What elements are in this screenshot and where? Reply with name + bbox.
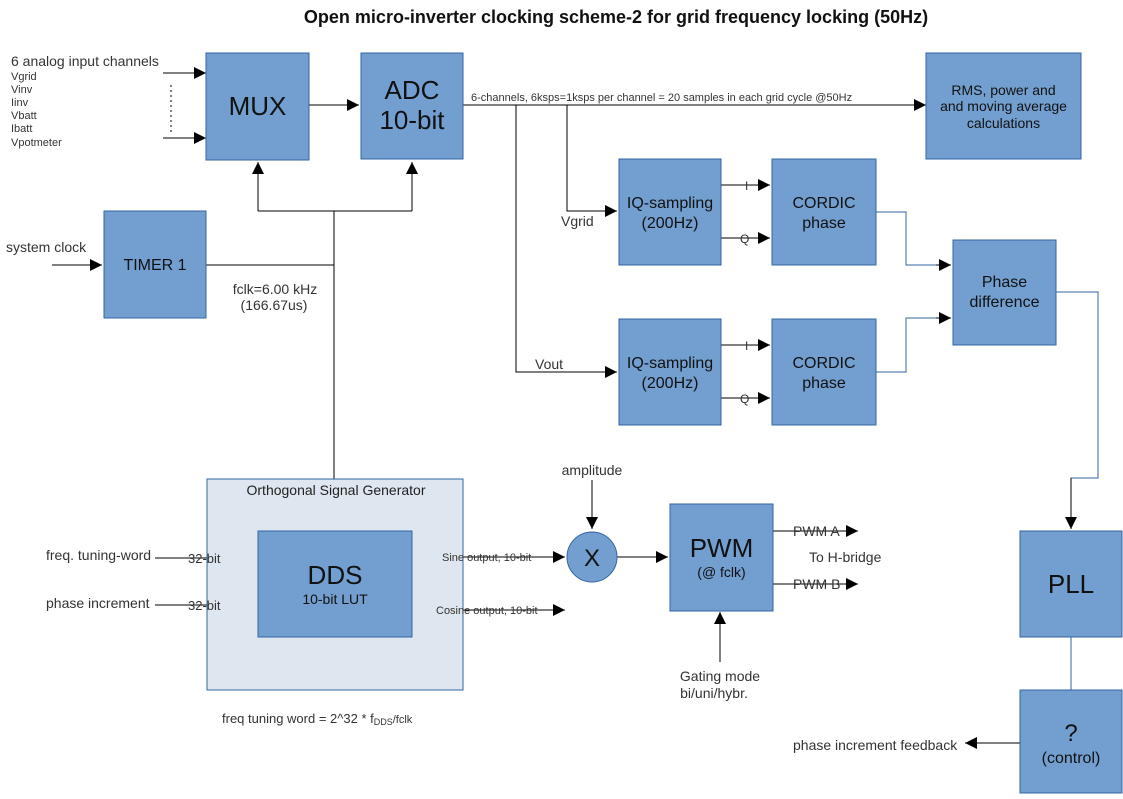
iq-sampling-2-label: IQ-sampling xyxy=(627,355,713,372)
adc-bits-label: 10-bit xyxy=(379,105,445,135)
gating-mode-label: Gating mode xyxy=(680,668,760,684)
cordic-2-phase-label: phase xyxy=(802,375,846,392)
phase-difference-label-2: difference xyxy=(970,294,1040,311)
multiplier-label: X xyxy=(584,545,600,572)
amplitude-label: amplitude xyxy=(562,462,623,478)
input-channel-vpotmeter: Vpotmeter xyxy=(11,137,62,149)
tuning-word-formula: freq tuning word = 2^32 * fDDS/fclk xyxy=(222,711,413,727)
pwm-a-label: PWM A xyxy=(793,523,840,539)
iq-sampling-2-block: IQ-sampling (200Hz) xyxy=(618,318,722,426)
vout-label: Vout xyxy=(535,356,563,372)
iq-sampling-1-rate: (200Hz) xyxy=(642,215,699,232)
rms-label-line3: calculations xyxy=(967,115,1040,131)
fclk-label: fclk=6.00 kHz xyxy=(233,281,317,297)
pwm-clock-label: (@ fclk) xyxy=(697,564,745,580)
adc-label: ADC xyxy=(385,75,440,105)
mux-label: MUX xyxy=(229,91,287,121)
control-block: ? (control) xyxy=(1019,689,1123,794)
pll-block: PLL xyxy=(1019,530,1123,638)
timer-block: TIMER 1 xyxy=(103,210,207,319)
phase-increment-feedback-label: phase increment feedback xyxy=(793,737,958,753)
i-label-1: I xyxy=(745,179,748,193)
adc-output-label: 6-channels, 6ksps=1ksps per channel = 20… xyxy=(471,92,852,104)
gating-mode-options: bi/uni/hybr. xyxy=(680,685,748,701)
cordic-1-label: CORDIC xyxy=(792,195,855,212)
vgrid-label: Vgrid xyxy=(561,213,594,229)
rms-label-line2: and moving average xyxy=(940,98,1067,114)
dds-block: DDS 10-bit LUT xyxy=(257,530,413,638)
iq-sampling-1-label: IQ-sampling xyxy=(627,195,713,212)
q-label-2: Q xyxy=(740,392,749,406)
diagram-title: Open micro-inverter clocking scheme-2 fo… xyxy=(304,7,928,27)
iq-sampling-1-block: IQ-sampling (200Hz) xyxy=(618,158,722,266)
sine-output-label: Sine output, 10-bit xyxy=(442,552,531,564)
formula-subscript: DDS xyxy=(374,717,393,727)
input-channel-vinv: Vinv xyxy=(11,84,33,96)
phase-difference-block: Phase difference xyxy=(952,239,1057,346)
cosine-output-label: Cosine output, 10-bit xyxy=(436,605,538,617)
pwm-label: PWM xyxy=(690,533,754,563)
dds-lut-label: 10-bit LUT xyxy=(302,591,368,607)
osg-title: Orthogonal Signal Generator xyxy=(247,482,426,498)
cordic-2-label: CORDIC xyxy=(792,355,855,372)
mux-block: MUX xyxy=(205,52,310,161)
cordic-1-phase-label: phase xyxy=(802,215,846,232)
control-label: (control) xyxy=(1042,750,1101,767)
q-label-1: Q xyxy=(740,232,749,246)
bits-label-1: 32-bit xyxy=(188,551,221,566)
input-channel-iinv: Iinv xyxy=(11,97,29,109)
freq-tuning-word-label: freq. tuning-word xyxy=(46,547,151,563)
input-channel-vgrid: Vgrid xyxy=(11,71,37,83)
formula-tail: /fclk xyxy=(393,714,413,726)
phase-increment-label: phase increment xyxy=(46,595,150,611)
adc-block: ADC 10-bit xyxy=(360,52,464,160)
fclk-period-label: (166.67us) xyxy=(241,297,308,313)
inputs-header: 6 analog input channels xyxy=(11,53,159,69)
i-label-2: I xyxy=(745,339,748,353)
control-question-label: ? xyxy=(1064,720,1077,747)
rms-block: RMS, power and and moving average calcul… xyxy=(925,52,1082,160)
pwm-b-label: PWM B xyxy=(793,576,840,592)
h-bridge-label: To H-bridge xyxy=(809,549,882,565)
phase-difference-label-1: Phase xyxy=(982,274,1027,291)
bits-label-2: 32-bit xyxy=(188,598,221,613)
pwm-block: PWM (@ fclk) xyxy=(669,503,774,612)
input-channel-ibatt: Ibatt xyxy=(11,123,32,135)
timer-label: TIMER 1 xyxy=(123,257,186,274)
system-clock-label: system clock xyxy=(6,239,87,255)
input-channel-vbatt: Vbatt xyxy=(11,110,37,122)
rms-label-line1: RMS, power and xyxy=(951,82,1055,98)
pll-label: PLL xyxy=(1048,569,1094,599)
cordic-1-block: CORDIC phase xyxy=(771,158,877,266)
iq-sampling-2-rate: (200Hz) xyxy=(642,375,699,392)
cordic-2-block: CORDIC phase xyxy=(771,318,877,426)
dds-label: DDS xyxy=(308,560,363,590)
multiplier-block: X xyxy=(566,531,618,583)
